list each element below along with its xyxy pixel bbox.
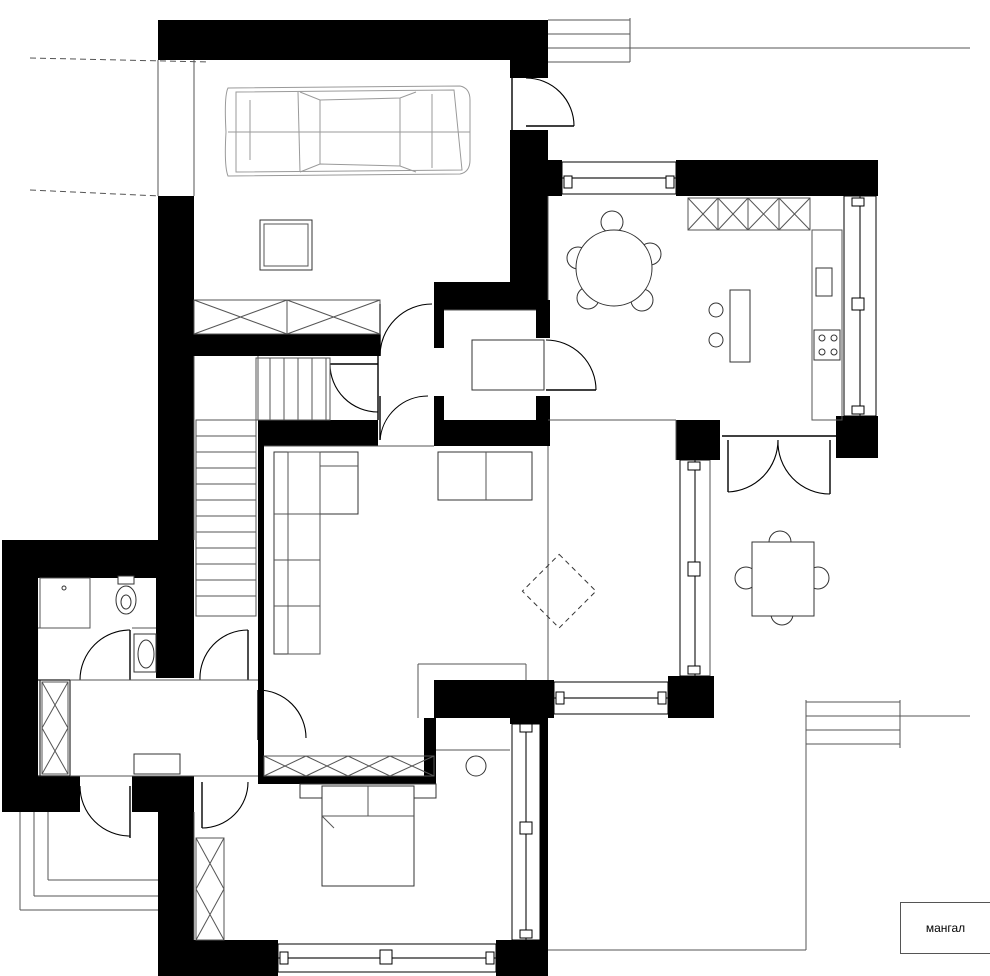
kitchen [708,229,843,421]
hall-bench [133,753,181,775]
grill-label: мангал [900,902,990,954]
interior-lines [38,196,711,940]
living-room [273,451,597,655]
garage-box [259,219,313,271]
site-lines [19,18,970,951]
doors [79,77,836,838]
dining-table-round [566,210,662,312]
storage-cabinets [41,197,811,941]
bathroom [39,575,157,673]
terrace-table [734,530,830,626]
bedroom [299,755,487,887]
staircase [195,357,331,617]
car [224,85,471,177]
windows [38,60,877,973]
utility-unit [471,339,545,391]
walls [2,20,878,976]
